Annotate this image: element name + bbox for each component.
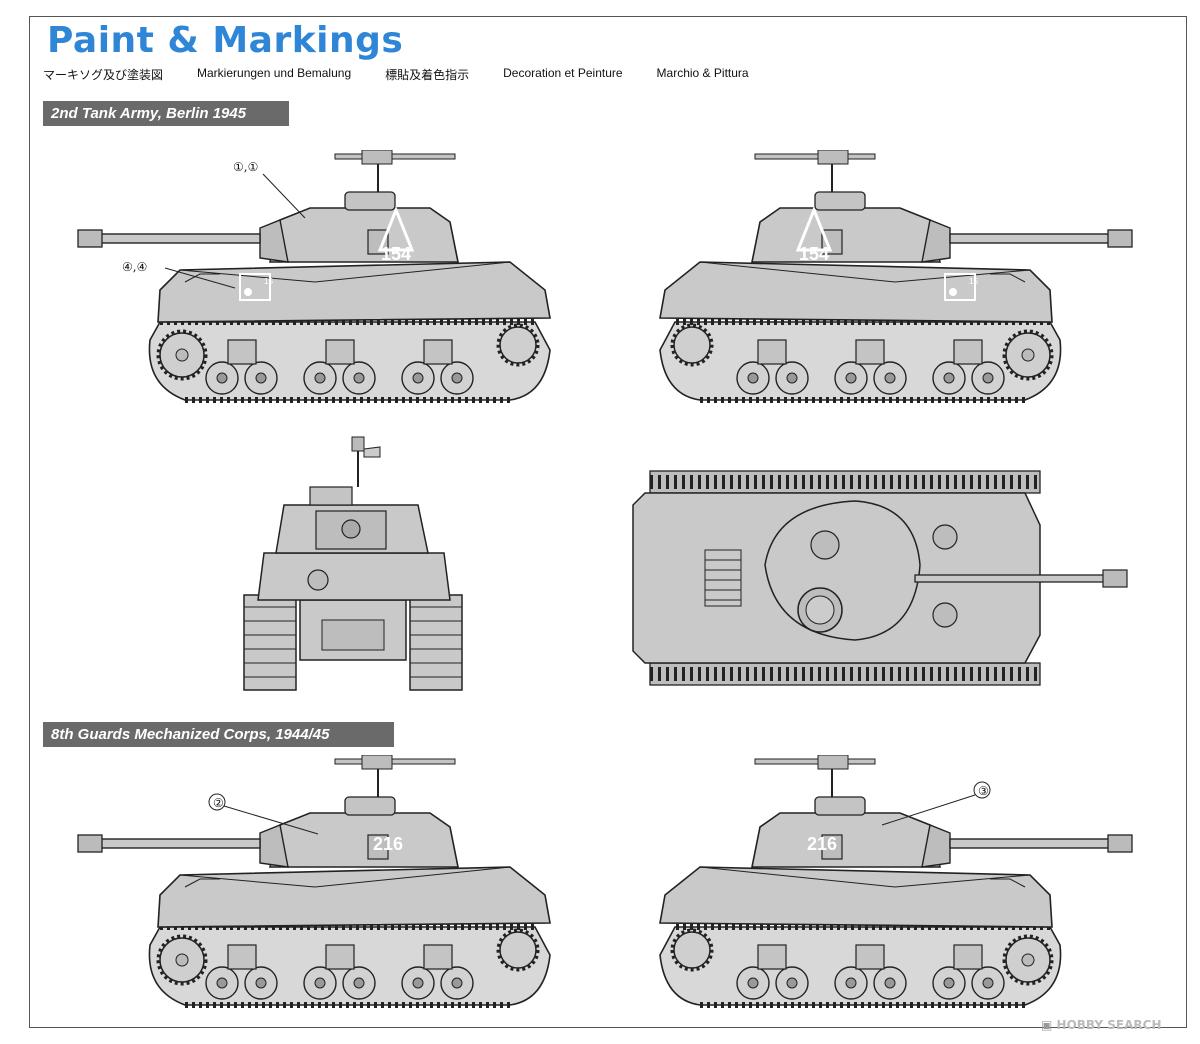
turret-number-154: 154 [381,244,411,264]
tank-side-left-view-2: 216 [70,755,590,1015]
subtitle-japanese: マーキソグ及び塗装図 [43,68,164,82]
tank-side-right-view-2: 216 [620,755,1140,1015]
subtitle-italian: Marchio & Pittura [656,66,749,80]
turret-number-216: 216 [373,834,403,854]
tank-top-view [632,470,1128,686]
subtitle-french: Decoration et Peinture [503,66,623,80]
watermark: ▣ HOBBY SEARCH [1041,1018,1162,1032]
logo-icon: ▣ [1041,1018,1053,1032]
watermark-text: HOBBY SEARCH [1056,1018,1162,1032]
section-label-2nd-tank-army: 2nd Tank Army, Berlin 1945 [43,101,289,126]
subtitle-row: マーキソグ及び塗装図 Markierungen und Bemalung 標貼及… [43,66,783,83]
tank-side-right-view-1: 154 15 [620,150,1140,410]
section-label-8th-guards: 8th Guards Mechanized Corps, 1944/45 [43,722,394,747]
tank-side-left-view-1: 154 15 [70,150,590,410]
turret-number-216-right: 216 [807,834,837,854]
subtitle-german: Markierungen und Bemalung [197,66,352,80]
hull-tag-label-right: 15 [969,277,978,286]
hull-tag-label: 15 [264,277,273,286]
turret-number-154-right: 154 [799,244,829,264]
subtitle-chinese: 標貼及着色指示 [385,68,470,82]
page-title: Paint & Markings [47,20,404,61]
tank-front-view [243,436,463,691]
